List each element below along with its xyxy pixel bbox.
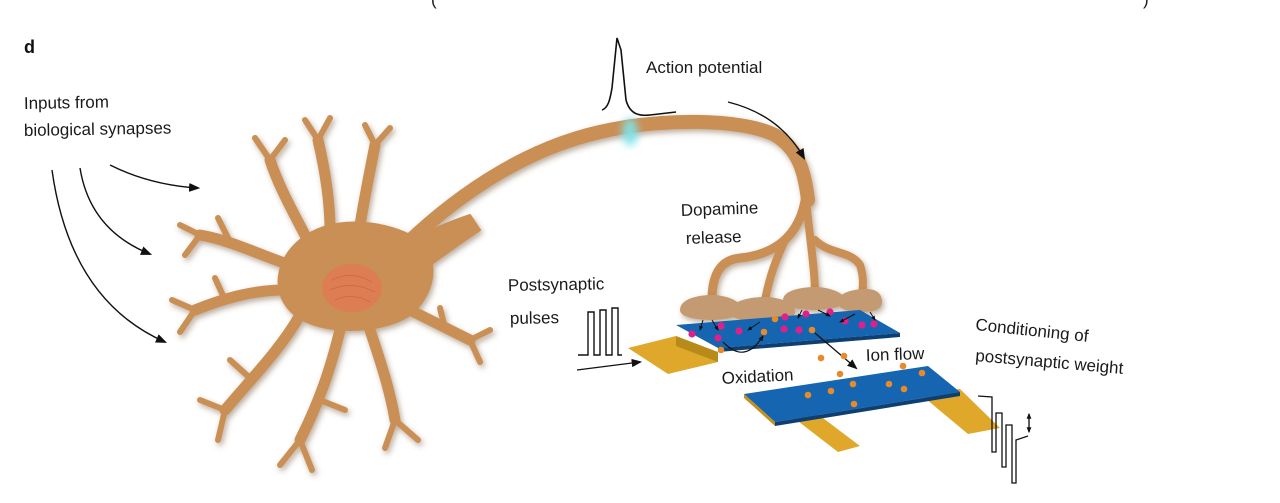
lower-device <box>744 366 1000 452</box>
release-arrows <box>699 309 876 331</box>
svg-text:Postsynaptic: Postsynaptic <box>508 274 605 295</box>
ion-flow-label: Ion flow <box>865 344 925 365</box>
output-pulse-train <box>977 395 1029 484</box>
lower-channel <box>744 366 960 422</box>
svg-text:Inputs from: Inputs from <box>24 93 109 113</box>
oxidation-label: Oxidation <box>721 365 794 388</box>
pulse-input-arrow <box>576 358 643 371</box>
ion-flow-arrow <box>814 332 858 370</box>
postsynaptic-pulses-label: Postsynaptic pulses <box>508 274 605 328</box>
input-arrows <box>51 164 201 343</box>
synaptic-terminals <box>680 287 882 322</box>
nucleus <box>322 264 382 312</box>
axon-branch-1 <box>707 190 811 305</box>
action-potential-label: Action potential <box>646 58 762 77</box>
top-mark-right: ) <box>1143 0 1149 9</box>
source-electrode <box>790 412 860 452</box>
input-arrow-2 <box>79 167 153 255</box>
upper-device <box>628 310 900 374</box>
panel-label: d <box>24 37 35 57</box>
terminal-4 <box>838 289 882 312</box>
ions-transit <box>817 352 848 378</box>
drain-electrode <box>920 389 1000 434</box>
ions-lower <box>804 362 926 408</box>
ions-upper <box>717 315 816 354</box>
input-arrow-3 <box>51 169 168 343</box>
input-arrow-1 <box>109 164 201 192</box>
postsynaptic-pulse-train <box>578 307 622 356</box>
oxidation-arrow <box>722 334 764 353</box>
gate-electrode-left <box>628 336 718 374</box>
svg-text:postsynaptic weight: postsynaptic weight <box>975 346 1125 378</box>
svg-text:pulses: pulses <box>510 308 559 328</box>
axon-branch-2 <box>761 236 789 304</box>
terminal-1 <box>680 295 742 320</box>
dopamine-label: Dopamine release <box>680 198 758 248</box>
svg-text:release: release <box>685 227 741 248</box>
top-mark-left: ( <box>431 0 437 9</box>
terminal-3 <box>783 287 845 310</box>
svg-text:Dopamine: Dopamine <box>680 198 758 220</box>
inputs-label: Inputs from biological synapses <box>24 93 172 140</box>
action-potential-trace <box>601 37 677 117</box>
axon <box>388 114 815 262</box>
svg-text:biological synapses: biological synapses <box>24 118 172 140</box>
axon-branch-3 <box>802 196 819 299</box>
action-potential-arrow <box>727 101 806 160</box>
terminal-2 <box>730 297 795 322</box>
spike-glow <box>622 118 638 146</box>
conditioning-label: Conditioning of postsynaptic weight <box>975 315 1125 378</box>
nucleus-texture <box>329 275 376 303</box>
svg-text:Conditioning of: Conditioning of <box>975 315 1090 346</box>
dopamine-molecules <box>688 308 878 342</box>
